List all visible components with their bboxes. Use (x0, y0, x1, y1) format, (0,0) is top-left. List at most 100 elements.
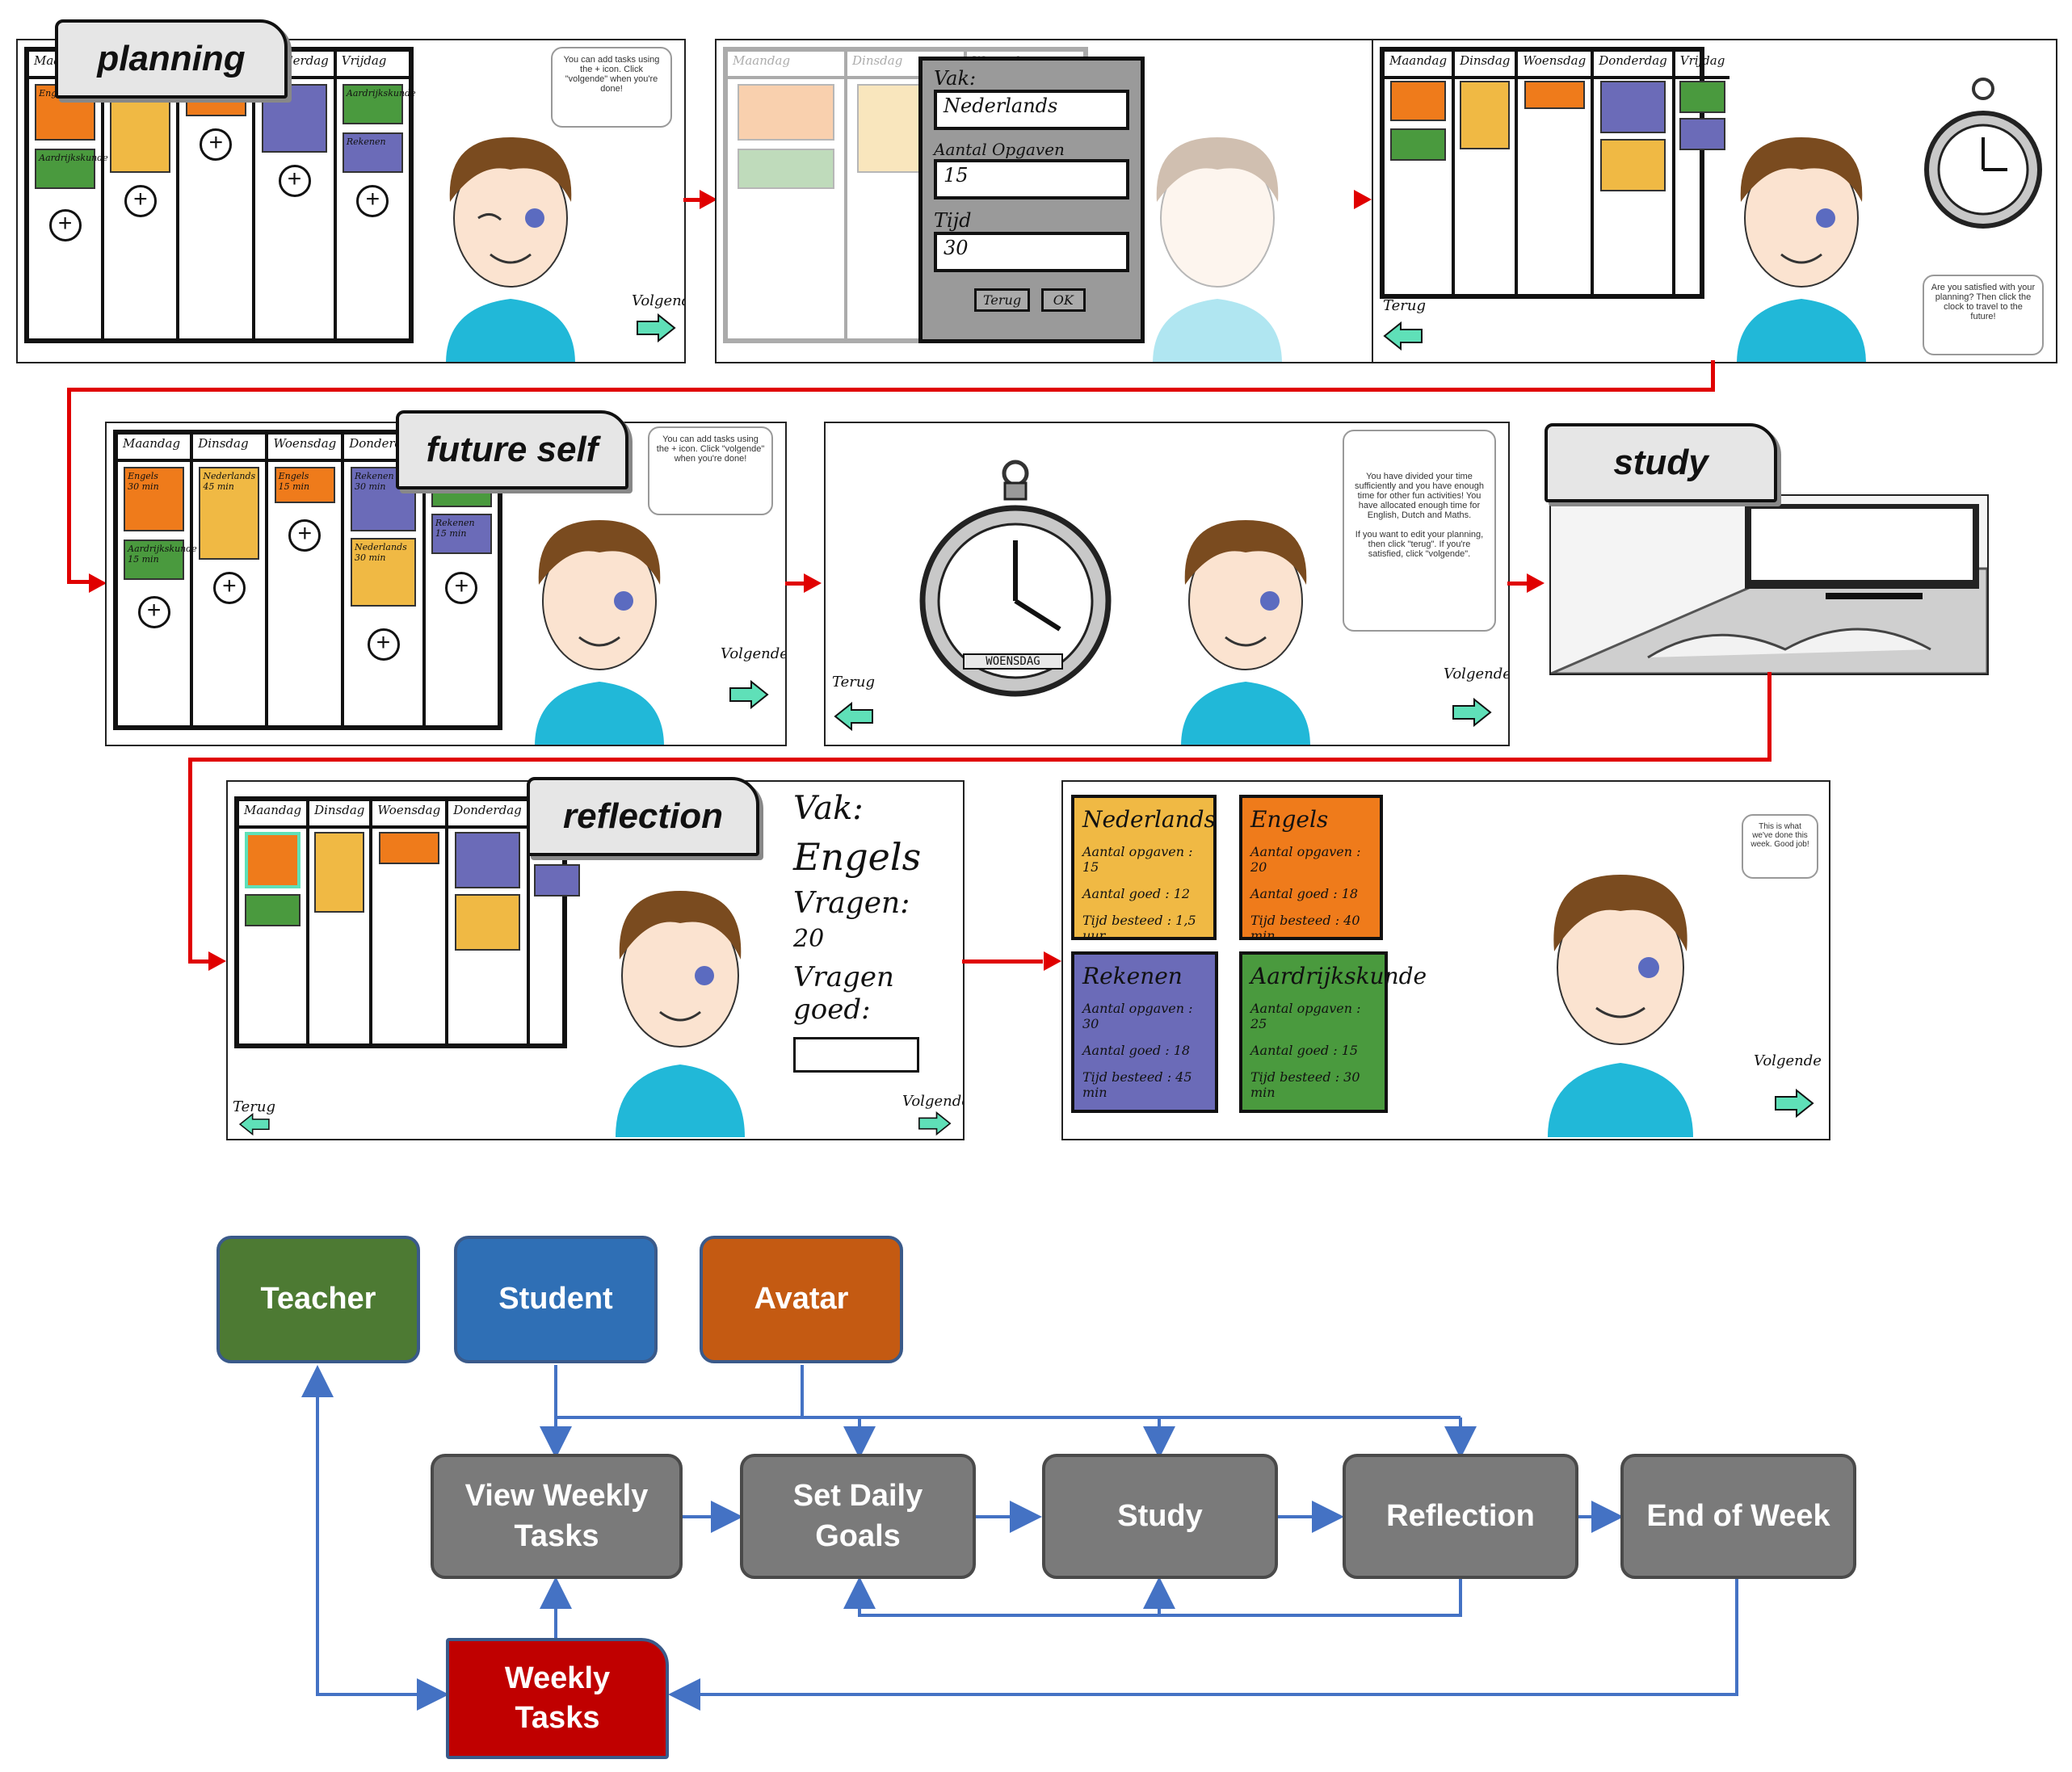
add-task-icon[interactable]: + (445, 572, 478, 604)
speech-bubble: This is what we've done this week. Good … (1742, 814, 1818, 879)
summary-subject: Aardrijkskunde (1250, 963, 1427, 989)
board-column: Vrijdag (1675, 52, 1730, 294)
board-column: Dinsdag (309, 801, 373, 1043)
speech-bubble: You have divided your time sufficiently … (1343, 430, 1496, 632)
speech-bubble: You can add tasks using the + icon. Clic… (648, 426, 773, 515)
vak-input[interactable]: Nederlands (934, 90, 1129, 130)
connector-line (1711, 360, 1715, 391)
task-card[interactable] (1679, 118, 1725, 150)
summary-line: Aantal opgaven : 15 (1082, 844, 1193, 875)
task-card[interactable]: Aardrijkskunde (342, 84, 416, 124)
back-button[interactable]: Terug (974, 288, 1031, 312)
summary-subject: Nederlands (1082, 806, 1216, 833)
task-label: Aardrijkskunde (346, 88, 416, 99)
day-header: Vrijdag (1675, 52, 1730, 79)
connector-line (67, 388, 71, 582)
next-arrow-icon[interactable] (1452, 698, 1492, 727)
task-card[interactable] (1599, 81, 1666, 133)
task-card[interactable] (378, 832, 440, 864)
day-header: Maandag (118, 435, 191, 462)
back-label: Terug (832, 674, 875, 691)
next-label: Volgende (902, 1093, 965, 1110)
add-task-icon[interactable]: + (200, 128, 233, 161)
flow-view-weekly-tasks: View Weekly Tasks (431, 1454, 683, 1579)
task-card[interactable] (1599, 139, 1666, 191)
vragen-label: Vragen: (793, 887, 910, 920)
next-arrow-icon[interactable] (914, 1111, 955, 1136)
day-header: Dinsdag (193, 435, 266, 462)
task-card[interactable] (454, 832, 520, 888)
add-task-icon[interactable]: + (278, 165, 311, 197)
connector-arrow-icon (1527, 573, 1545, 593)
task-card[interactable] (1679, 81, 1725, 113)
day-header: Woensdag (268, 435, 342, 462)
avatar-character (446, 137, 575, 362)
next-arrow-icon[interactable] (729, 680, 769, 709)
aantal-input[interactable]: 15 (934, 159, 1129, 199)
back-arrow-icon[interactable] (834, 702, 874, 731)
ok-button[interactable]: OK (1040, 288, 1086, 312)
board-column: Donderdag (448, 801, 530, 1043)
add-task-icon[interactable]: + (212, 572, 246, 604)
avatar-character (1548, 875, 1693, 1137)
summary-line: Aantal goed : 18 (1082, 1043, 1191, 1058)
connector-line (67, 388, 1715, 392)
connector-arrow-icon (700, 190, 717, 209)
task-card[interactable]: Rekenen (342, 132, 403, 173)
vak-label: Vak: (793, 790, 864, 827)
task-label: Rekenen (354, 471, 394, 481)
board-column: Dinsdag (1455, 52, 1519, 294)
back-arrow-icon[interactable] (234, 1113, 275, 1136)
tijd-input[interactable]: 30 (934, 232, 1129, 272)
task-card[interactable] (534, 864, 580, 896)
day-header: Woensdag (372, 801, 446, 829)
add-task-icon[interactable]: + (124, 185, 157, 217)
add-task-icon[interactable]: + (356, 185, 389, 217)
connector-line (1507, 582, 1532, 586)
summary-subject: Engels (1250, 806, 1329, 833)
flow-student: Student (454, 1236, 658, 1363)
next-arrow-icon[interactable] (1774, 1089, 1814, 1118)
task-card[interactable] (244, 832, 301, 888)
task-time: 15 min (435, 528, 467, 539)
task-card[interactable] (110, 84, 171, 173)
study-desk-scene (1551, 504, 1987, 674)
task-card[interactable] (1389, 128, 1447, 161)
task-card[interactable]: Aardrijkskunde (35, 149, 108, 189)
task-label: Engels (278, 471, 309, 481)
day-header: Donderdag (448, 801, 527, 829)
task-card[interactable] (1524, 81, 1586, 109)
add-task-icon[interactable]: + (288, 519, 322, 552)
back-arrow-icon[interactable] (1383, 321, 1423, 351)
task-card[interactable] (244, 894, 301, 926)
vragen-goed-input[interactable] (793, 1037, 919, 1073)
add-task-icon[interactable]: + (367, 628, 400, 661)
task-card[interactable] (1389, 81, 1447, 121)
task-card[interactable] (1460, 81, 1511, 149)
vak-value: Engels (793, 835, 922, 879)
day-header: Donderdag (1594, 52, 1672, 79)
task-card[interactable] (314, 832, 365, 913)
connector-arrow-icon (208, 951, 226, 971)
aantal-label: Aantal Opgaven (934, 140, 1065, 159)
connector-line (67, 580, 91, 584)
clock-day-label[interactable]: WOENSDAG (963, 653, 1063, 670)
add-task-icon[interactable]: + (48, 209, 82, 241)
next-arrow-icon[interactable] (636, 313, 676, 342)
add-task-icon[interactable]: + (137, 596, 170, 628)
connector-arrow-icon (89, 573, 107, 593)
clock-icon[interactable] (1923, 73, 2044, 234)
task-card[interactable] (454, 894, 520, 951)
connector-line (785, 582, 809, 586)
task-card[interactable] (431, 491, 492, 507)
